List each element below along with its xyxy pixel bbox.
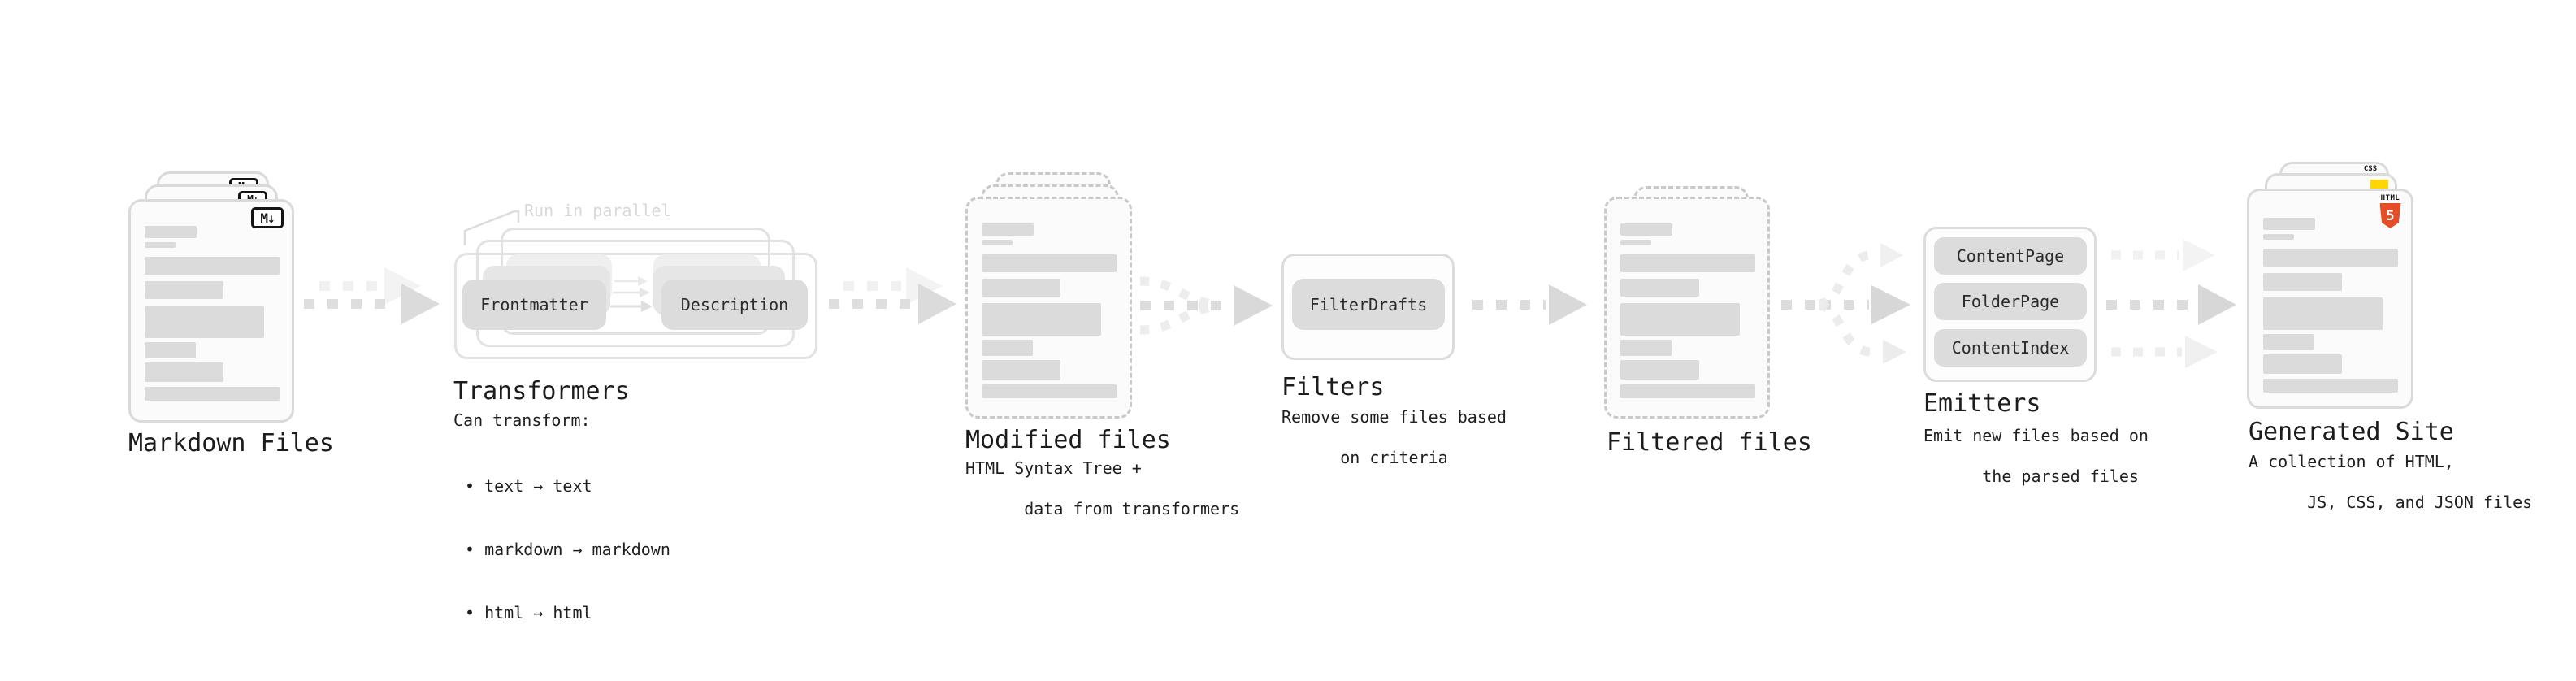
subtitle-line: A collection of HTML,: [2249, 452, 2454, 471]
css-label: CSS: [2363, 165, 2378, 173]
subtitle-line: Emit new files based on: [1923, 426, 2149, 445]
filters-title: Filters: [1281, 373, 1385, 401]
generated-site-subtitle: A collection of HTML, JS, CSS, and JSON …: [2249, 452, 2532, 513]
html5-icon: HTML 5: [2379, 194, 2401, 228]
bullet-item: • text → text: [465, 476, 592, 496]
modified-file-card-front: [965, 197, 1132, 419]
bullet-item: • html → html: [465, 603, 592, 622]
markdown-file-card-front: M↓: [128, 199, 294, 423]
transformer-pill-arrows: [610, 276, 653, 312]
run-in-parallel-leader-line: [463, 210, 520, 245]
run-in-parallel-note: Run in parallel: [524, 201, 671, 220]
frontmatter-pill: Frontmatter: [462, 280, 606, 330]
transformers-title: Transformers: [453, 377, 630, 406]
arrow-markdown-to-transformers: [304, 267, 440, 324]
emitters-subtitle: Emit new files based on the parsed files: [1923, 426, 2149, 487]
file-content-placeholder: [982, 223, 1117, 398]
arrow-modified-to-filters: [1139, 276, 1273, 335]
description-pill: Description: [661, 280, 808, 330]
modified-files-subtitle: HTML Syntax Tree + data from transformer…: [965, 458, 1239, 519]
arrow-transformers-to-modified: [829, 267, 956, 324]
generated-file-card-front: HTML 5: [2247, 189, 2413, 409]
filters-subtitle: Remove some files based on criteria: [1281, 407, 1507, 468]
filtered-file-card-front: [1604, 197, 1770, 419]
transformer-box-front: [454, 253, 817, 359]
file-content-placeholder: [145, 226, 280, 401]
arrow-filtered-to-emitters: [1781, 243, 1910, 364]
emitters-title: Emitters: [1923, 389, 2041, 418]
js-file-icon: [2370, 180, 2388, 190]
subtitle-line: data from transformers: [1024, 499, 1240, 518]
markdown-icon: M↓: [251, 207, 284, 228]
subtitle-line: on criteria: [1340, 448, 1448, 467]
subtitle-line: HTML Syntax Tree +: [965, 458, 1142, 478]
subtitle-line: the parsed files: [1982, 466, 2139, 486]
contentpage-pill: ContentPage: [1934, 237, 2087, 275]
transformers-bullet-list: • text → text • markdown → markdown • ht…: [465, 433, 670, 666]
filtered-files-title: Filtered files: [1607, 428, 1812, 457]
arrow-emitters-to-generated: [2106, 239, 2236, 368]
modified-files-title: Modified files: [965, 426, 1171, 454]
generated-site-title: Generated Site: [2249, 418, 2454, 446]
subtitle-line: JS, CSS, and JSON files: [2307, 492, 2533, 512]
subtitle-line: Remove some files based: [1281, 407, 1507, 427]
file-content-placeholder: [1620, 223, 1755, 398]
transformers-heading: Can transform:: [453, 410, 591, 430]
html-label: HTML: [2380, 194, 2400, 202]
bullet-item: • markdown → markdown: [465, 540, 670, 559]
markdown-files-title: Markdown Files: [128, 429, 334, 458]
file-content-placeholder: [2263, 218, 2398, 393]
filterdrafts-pill: FilterDrafts: [1292, 279, 1445, 330]
contentindex-pill: ContentIndex: [1934, 329, 2087, 367]
arrow-filters-to-filtered: [1472, 284, 1587, 325]
folderpage-pill: FolderPage: [1934, 283, 2087, 320]
